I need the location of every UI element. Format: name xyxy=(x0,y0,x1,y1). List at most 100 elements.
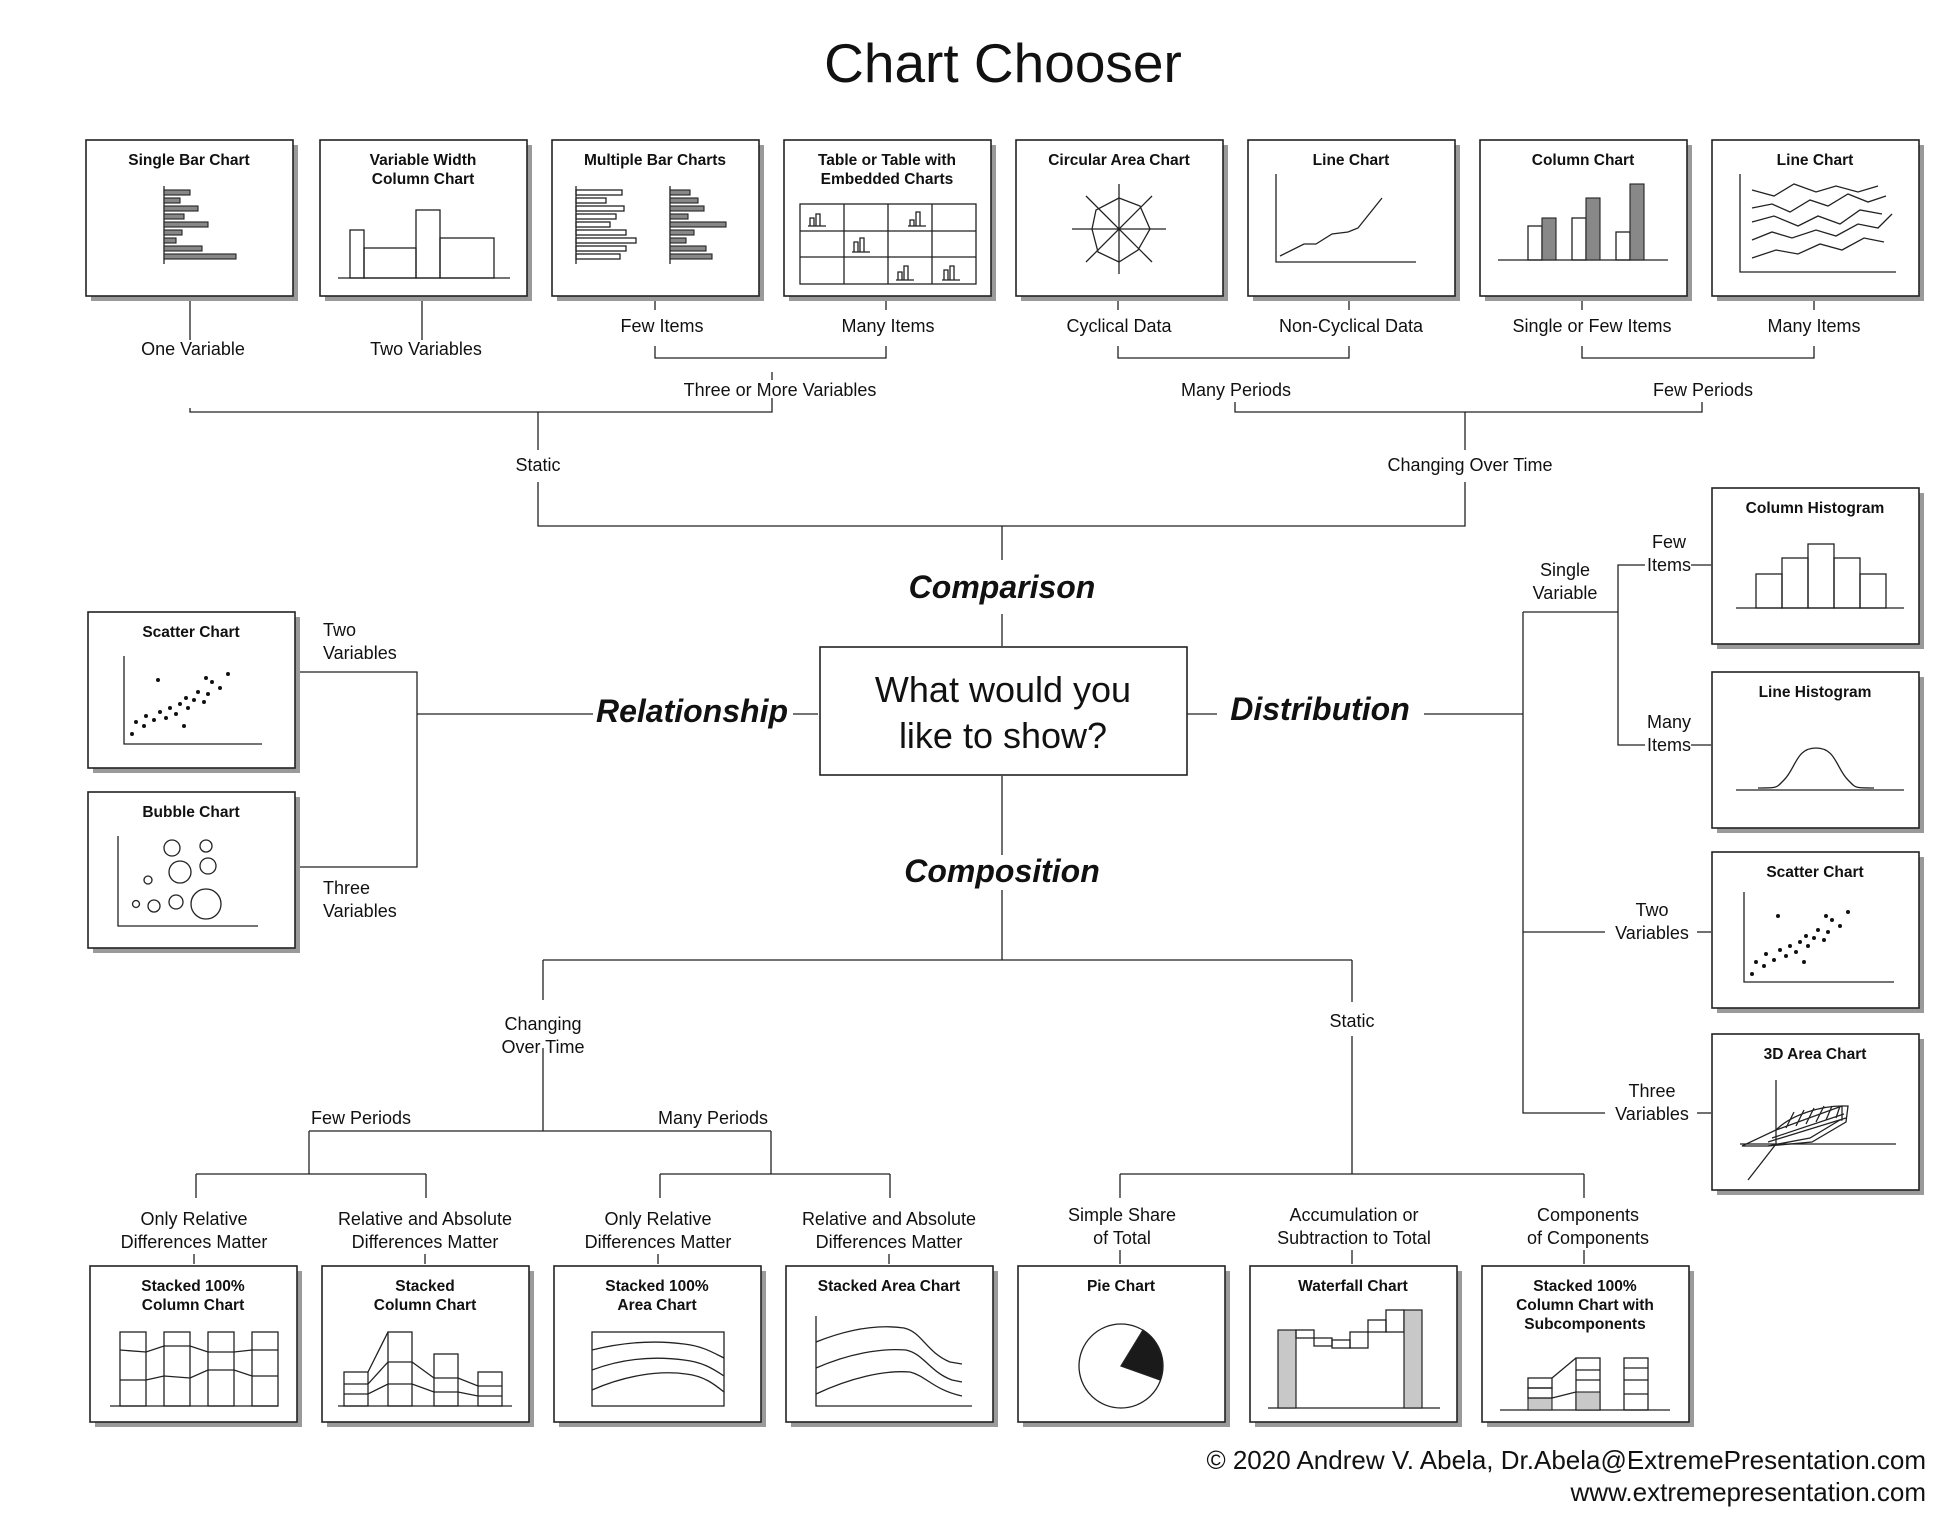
label-rel-two-variables-1: Two xyxy=(323,620,356,640)
line-chart-icon xyxy=(1275,174,1416,263)
label-dist-single-variable-1: Single xyxy=(1540,560,1590,580)
label-changing-over-time: Changing Over Time xyxy=(1387,455,1552,475)
chart-box-stacked-100-column: Stacked 100% Column Chart xyxy=(89,1265,302,1427)
radar-chart-icon xyxy=(1072,184,1166,274)
chart-box-stacked-100-area: Stacked 100% Area Chart xyxy=(553,1265,766,1427)
chart-title-column: Column Chart xyxy=(1532,152,1634,169)
chart-box-stacked-subcomponents: Stacked 100% Column Chart with Subcompon… xyxy=(1481,1265,1694,1427)
scatter-plot-icon xyxy=(1743,892,1894,983)
chart-title-stacked-column-2: Column Chart xyxy=(374,1297,476,1314)
chart-title-scatter-distribution: Scatter Chart xyxy=(1766,864,1863,881)
label-many-periods: Many Periods xyxy=(1181,380,1291,400)
column-chart-icon xyxy=(1498,183,1668,261)
category-comparison: Comparison xyxy=(909,569,1096,605)
table-grid-icon xyxy=(799,203,977,285)
waterfall-chart-icon xyxy=(1268,1309,1440,1409)
label-two-variables: Two Variables xyxy=(370,339,482,359)
chart-title-stacked-subcomponents-1: Stacked 100% xyxy=(1533,1278,1637,1295)
chart-title-scatter-relationship: Scatter Chart xyxy=(142,624,239,641)
chart-title-waterfall: Waterfall Chart xyxy=(1298,1278,1408,1295)
label-cyclical-data: Cyclical Data xyxy=(1066,316,1172,336)
label-relative-absolute-1b: Differences Matter xyxy=(352,1232,499,1252)
label-comp-changing-1: Changing xyxy=(504,1014,581,1034)
chart-title-3d-area: 3D Area Chart xyxy=(1764,1046,1867,1063)
chart-box-scatter-relationship: Scatter Chart xyxy=(87,611,300,773)
chart-title-stacked-area: Stacked Area Chart xyxy=(818,1278,960,1295)
chart-box-stacked-area: Stacked Area Chart xyxy=(785,1265,998,1427)
label-static: Static xyxy=(515,455,560,475)
chart-box-3d-area: 3D Area Chart xyxy=(1711,1033,1924,1195)
chart-title-table-2: Embedded Charts xyxy=(821,171,954,188)
stacked-100-column-icon xyxy=(110,1331,279,1407)
label-comp-few-periods: Few Periods xyxy=(311,1108,411,1128)
label-dist-single-variable-2: Variable xyxy=(1533,583,1598,603)
chart-title-variable-width-2: Column Chart xyxy=(372,171,474,188)
chart-title-stacked-subcomponents-2: Column Chart with xyxy=(1516,1297,1654,1314)
branch-labels: One Variable Two Variables Few Items Man… xyxy=(121,316,1861,1252)
chart-box-line-1: Line Chart xyxy=(1247,139,1460,301)
chart-title-table-1: Table or Table with xyxy=(818,152,956,169)
chart-box-column-histogram: Column Histogram xyxy=(1711,487,1924,649)
chart-box-pie: Pie Chart xyxy=(1017,1265,1230,1427)
label-only-relative-2a: Only Relative xyxy=(604,1209,711,1229)
label-relative-absolute-1a: Relative and Absolute xyxy=(338,1209,512,1229)
label-comp-many-periods: Many Periods xyxy=(658,1108,768,1128)
chart-title-single-bar: Single Bar Chart xyxy=(128,152,249,169)
label-simple-share-a: Simple Share xyxy=(1068,1205,1176,1225)
stacked-subcomponents-icon xyxy=(1500,1357,1670,1411)
label-rel-three-variables-2: Variables xyxy=(323,901,397,921)
chart-box-variable-width: Variable Width Column Chart xyxy=(319,139,532,301)
question-line-2: like to show? xyxy=(899,715,1107,756)
stacked-column-icon xyxy=(338,1331,512,1407)
stacked-area-icon xyxy=(815,1316,972,1407)
category-composition: Composition xyxy=(904,853,1100,889)
chart-box-circular-area: Circular Area Chart xyxy=(1015,139,1228,301)
chart-title-bubble: Bubble Chart xyxy=(142,804,239,821)
category-relationship: Relationship xyxy=(596,693,788,729)
multiple-bar-icon xyxy=(575,186,727,264)
question-box: What would you like to show? xyxy=(819,646,1188,776)
label-three-or-more-variables: Three or More Variables xyxy=(684,380,877,400)
chart-title-stacked-100-column-1: Stacked 100% xyxy=(141,1278,245,1295)
chart-box-scatter-distribution: Scatter Chart xyxy=(1711,851,1924,1013)
label-accumulation-a: Accumulation or xyxy=(1289,1205,1418,1225)
multi-line-chart-icon xyxy=(1739,174,1896,273)
stacked-100-area-icon xyxy=(591,1331,725,1407)
chart-box-waterfall: Waterfall Chart xyxy=(1249,1265,1462,1427)
label-components-b: of Components xyxy=(1527,1228,1649,1248)
line-histogram-icon xyxy=(1736,747,1904,791)
label-rel-two-variables-2: Variables xyxy=(323,643,397,663)
category-distribution: Distribution xyxy=(1230,691,1410,727)
chart-title-stacked-100-area-2: Area Chart xyxy=(617,1297,696,1314)
label-relative-absolute-2a: Relative and Absolute xyxy=(802,1209,976,1229)
label-components-a: Components xyxy=(1537,1205,1639,1225)
single-bar-icon xyxy=(163,186,237,264)
chart-title-line-1: Line Chart xyxy=(1313,152,1390,169)
label-rel-three-variables-1: Three xyxy=(323,878,370,898)
chart-title-column-histogram: Column Histogram xyxy=(1746,500,1885,517)
label-comp-static: Static xyxy=(1329,1011,1374,1031)
3d-area-chart-icon xyxy=(1740,1080,1896,1181)
chart-box-stacked-column: Stacked Column Chart xyxy=(321,1265,534,1427)
chart-title-line-2: Line Chart xyxy=(1777,152,1854,169)
label-one-variable: One Variable xyxy=(141,339,245,359)
question-line-1: What would you xyxy=(875,669,1131,710)
chart-title-stacked-subcomponents-3: Subcomponents xyxy=(1524,1316,1645,1333)
chart-box-bubble: Bubble Chart xyxy=(87,791,300,953)
chart-box-line-histogram: Line Histogram xyxy=(1711,671,1924,833)
chart-title-variable-width-1: Variable Width xyxy=(370,152,477,169)
chart-box-multiple-bar: Multiple Bar Charts xyxy=(551,139,764,301)
connector-lines xyxy=(189,296,1815,1264)
label-simple-share-b: of Total xyxy=(1093,1228,1151,1248)
chart-title-stacked-column-1: Stacked xyxy=(395,1278,454,1295)
label-dist-two-variables-2: Variables xyxy=(1615,923,1689,943)
label-few-items: Few Items xyxy=(620,316,703,336)
label-only-relative-2b: Differences Matter xyxy=(585,1232,732,1252)
label-accumulation-b: Subtraction to Total xyxy=(1277,1228,1431,1248)
label-only-relative-1b: Differences Matter xyxy=(121,1232,268,1252)
label-dist-two-variables-1: Two xyxy=(1635,900,1668,920)
chart-title-stacked-100-column-2: Column Chart xyxy=(142,1297,244,1314)
chart-title-circular-area: Circular Area Chart xyxy=(1048,152,1190,169)
scatter-plot-icon xyxy=(123,656,262,745)
